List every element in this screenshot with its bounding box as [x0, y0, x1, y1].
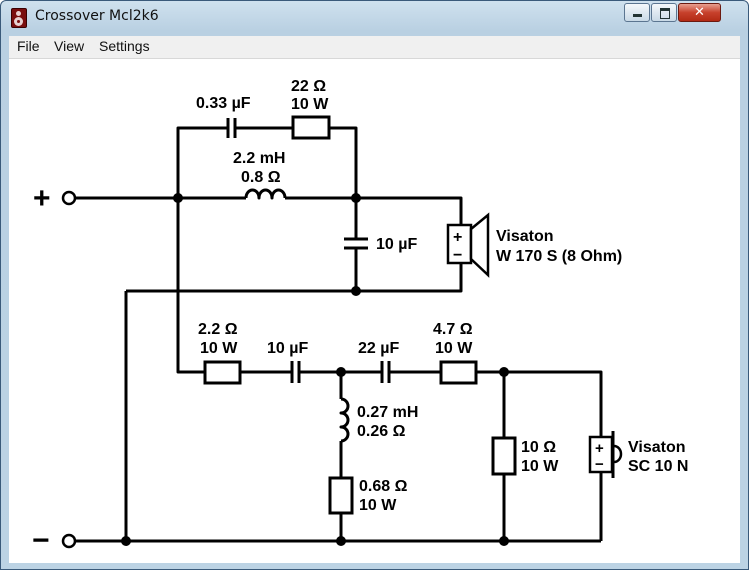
resistor-2.2ohm-watt: 10 W [200, 340, 238, 357]
resistor-10ohm-watt: 10 W [521, 458, 559, 475]
menu-settings[interactable]: Settings [99, 38, 150, 54]
resistor-0.68ohm [328, 476, 354, 515]
minimize-icon [633, 14, 642, 17]
minus-sign: − [32, 524, 50, 557]
plus-sign: + [33, 182, 51, 215]
tweeter-model-label: SC 10 N [628, 458, 688, 475]
junction-dot [499, 536, 509, 546]
resistor-2.2ohm [203, 360, 242, 385]
tweeter-minus-label: − [595, 456, 604, 473]
junction-dot [336, 367, 346, 377]
woofer-minus-label: − [453, 247, 462, 264]
woofer-cone-icon [469, 212, 490, 278]
window-title: Crossover Mcl2k6 [35, 8, 159, 24]
menu-view[interactable]: View [54, 38, 85, 54]
wire [176, 126, 227, 198]
capacitor-22uF-label: 22 µF [358, 340, 399, 357]
crossover-schematic: + − + − + − 0.33 µF 22 Ω 10 W 2.2 mH 0.8… [32, 78, 688, 557]
speaker-app-icon [11, 8, 27, 28]
junction-dot [173, 193, 183, 203]
tweeter-plus-label: + [595, 440, 604, 457]
junction-dot [121, 536, 131, 546]
resistor-22ohm-value: 22 Ω [291, 78, 326, 95]
woofer-plus-label: + [453, 229, 462, 246]
inductor-0.27mH-resistance: 0.26 Ω [357, 423, 406, 440]
inductor-2.2mH-resistance: 0.8 Ω [241, 169, 281, 186]
inductor-0.27mH [339, 397, 350, 443]
wire [476, 370, 603, 436]
schematic-canvas: + − + − + − 0.33 µF 22 Ω 10 W 2.2 mH 0.8… [9, 59, 740, 563]
maximize-icon [660, 8, 670, 19]
woofer-model-label: W 170 S (8 Ohm) [496, 248, 622, 265]
menu-file[interactable]: File [17, 38, 40, 54]
wire [285, 196, 463, 225]
resistor-0.68ohm-watt: 10 W [359, 497, 397, 514]
minus-terminal-icon [61, 533, 77, 549]
inductor-0.27mH-value: 0.27 mH [357, 404, 418, 421]
capacitor-0.33uF-label: 0.33 µF [196, 95, 251, 112]
resistor-10ohm-value: 10 Ω [521, 439, 556, 456]
resistor-4.7ohm [439, 360, 478, 385]
resistor-4.7ohm-watt: 10 W [435, 340, 473, 357]
wire [176, 198, 205, 374]
tweeter-brand-label: Visaton [628, 439, 686, 456]
resistor-10ohm [491, 436, 517, 476]
menu-bar: File View Settings [9, 36, 740, 59]
resistor-0.68ohm-value: 0.68 Ω [359, 478, 408, 495]
capacitor-10uF-shunt-label: 10 µF [376, 236, 417, 253]
junction-dot [336, 536, 346, 546]
wire [329, 126, 358, 198]
inductor-2.2mH-value: 2.2 mH [233, 150, 285, 167]
resistor-22ohm [291, 115, 331, 140]
title-bar[interactable]: Crossover Mcl2k6 ✕ [1, 1, 748, 33]
close-icon: ✕ [694, 5, 705, 20]
resistor-2.2ohm-value: 2.2 Ω [198, 321, 238, 338]
junction-dot [499, 367, 509, 377]
junction-dot [351, 193, 361, 203]
minimize-button[interactable] [624, 3, 650, 22]
resistor-4.7ohm-value: 4.7 Ω [433, 321, 473, 338]
junction-dot [351, 286, 361, 296]
resistor-22ohm-watt: 10 W [291, 96, 329, 113]
plus-terminal-icon [61, 190, 77, 206]
wire [126, 263, 463, 293]
inductor-2.2mH [244, 188, 287, 200]
capacitor-10uF-label: 10 µF [267, 340, 308, 357]
maximize-button[interactable] [651, 3, 677, 22]
tweeter-dome-icon [613, 444, 623, 464]
woofer-brand-label: Visaton [496, 228, 554, 245]
close-button[interactable]: ✕ [678, 3, 721, 22]
